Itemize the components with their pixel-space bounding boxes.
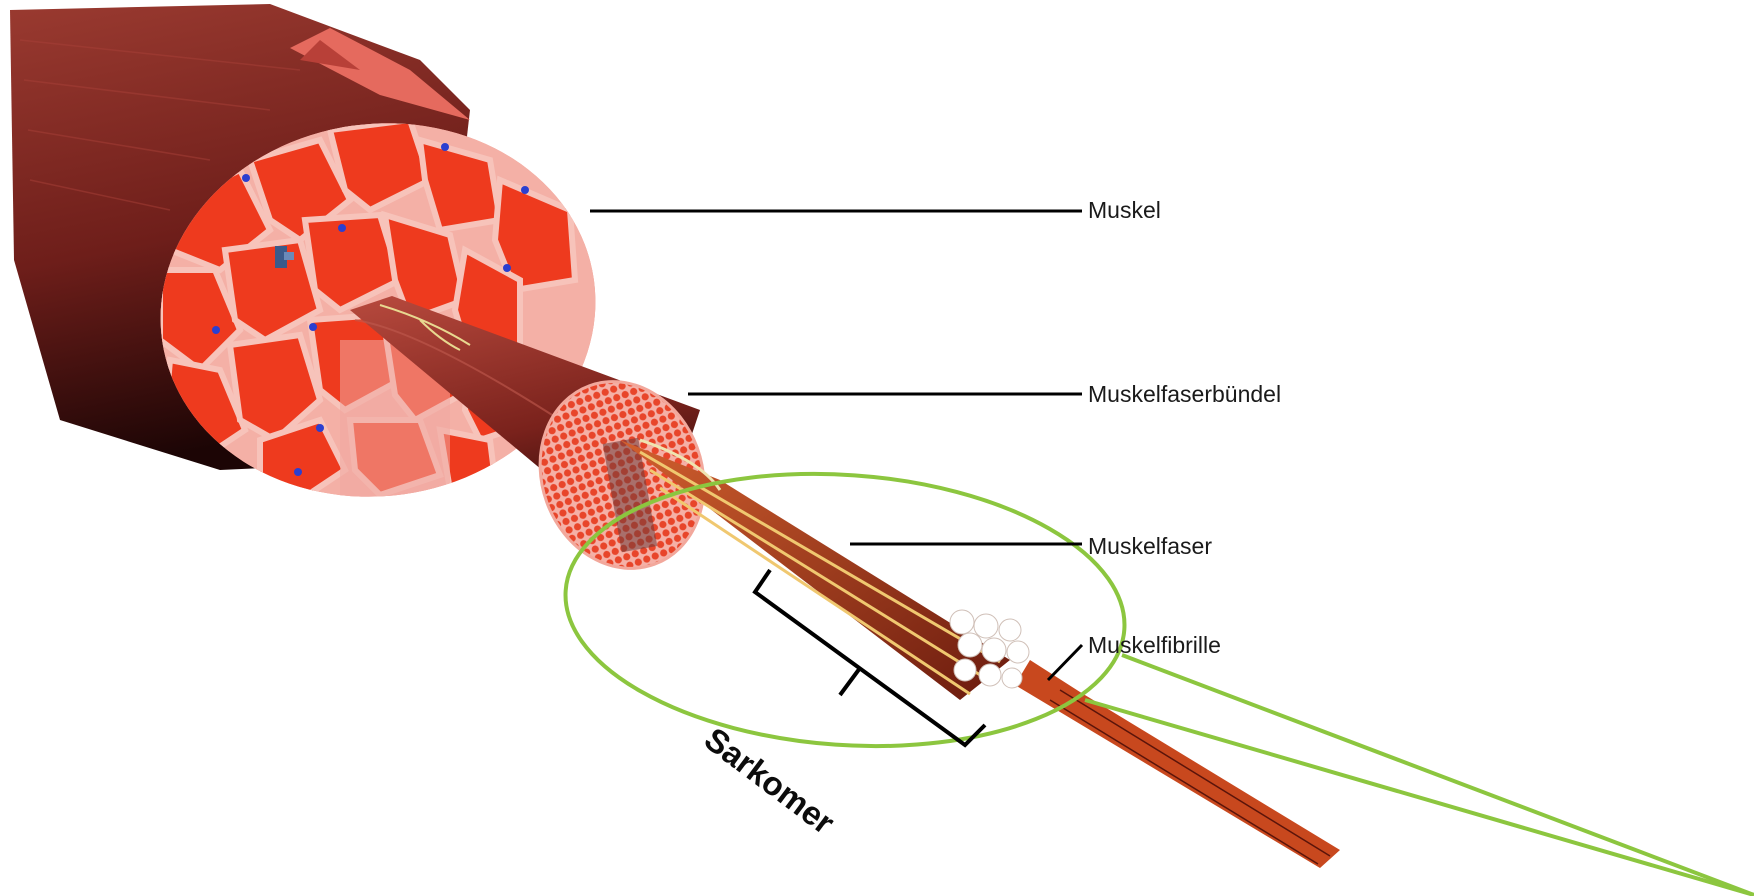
myofibril-ends (950, 610, 1029, 688)
label-myofibril: Muskelfibrille (1088, 634, 1221, 657)
label-muscle-fiber: Muskelfaser (1088, 535, 1212, 558)
label-muscle-fiber-bundle: Muskelfaserbündel (1088, 383, 1281, 406)
muscle-fibers (620, 440, 1340, 868)
label-muscle: Muskel (1088, 199, 1161, 222)
leader-line-myofibril (1048, 645, 1082, 680)
